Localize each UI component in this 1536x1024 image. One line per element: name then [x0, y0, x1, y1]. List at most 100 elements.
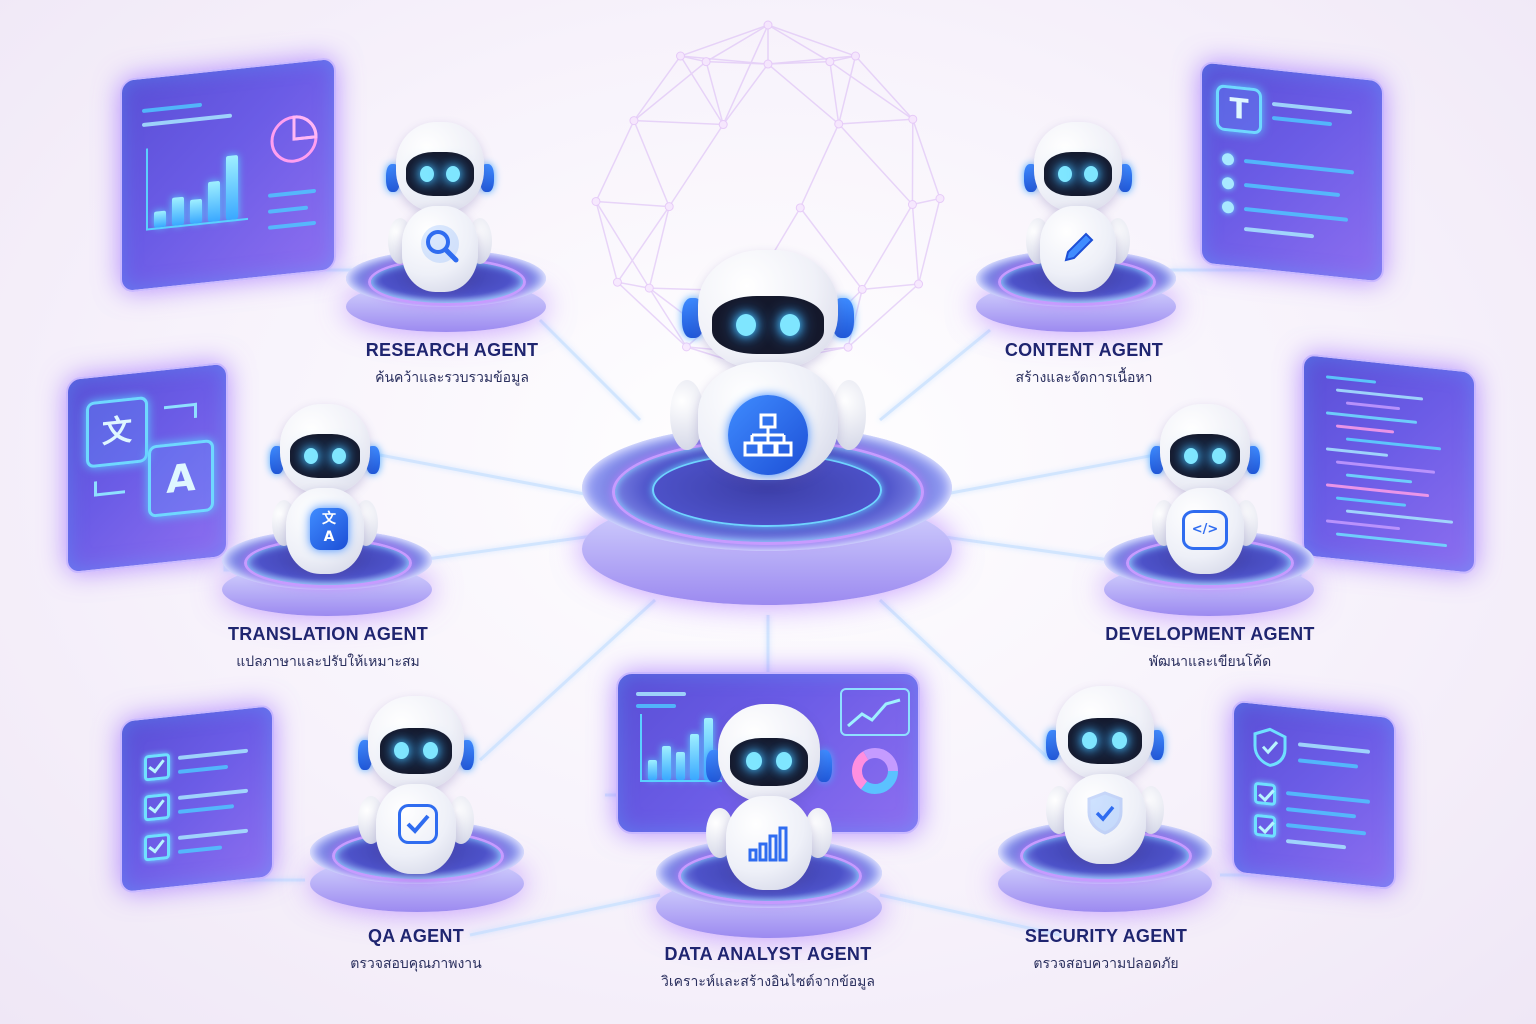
development-agent-label: DEVELOPMENT AGENT พัฒนาและเขียนโค้ด — [1040, 624, 1380, 673]
content-agent-label: CONTENT AGENT สร้างและจัดการเนื้อหา — [914, 340, 1254, 389]
translation-agent-subtitle: แปลภาษาและปรับให้เหมาะสม — [158, 651, 498, 673]
security-agent-subtitle: ตรวจสอบความปลอดภัย — [936, 953, 1276, 975]
globe-edge — [862, 284, 918, 289]
globe-node — [719, 121, 727, 129]
content-agent-subtitle: สร้างและจัดการเนื้อหา — [914, 367, 1254, 389]
globe-edge — [681, 56, 724, 124]
code-editor-panel — [1302, 353, 1476, 575]
bar-chart-icon — [146, 138, 248, 231]
checkbox-icon — [398, 804, 438, 844]
qa-agent-label: QA AGENT ตรวจสอบคุณภาพงาน — [246, 926, 586, 975]
code-line — [1326, 519, 1400, 530]
globe-node — [677, 52, 685, 60]
data-analyst-agent-subtitle: วิเคราะห์และสร้างอินไซต์จากข้อมูล — [598, 971, 938, 993]
qa-agent-subtitle: ตรวจสอบคุณภาพงาน — [246, 953, 586, 975]
code-line — [1326, 447, 1388, 457]
arrow-left-icon — [94, 478, 125, 496]
globe-edge — [919, 199, 940, 285]
research-robot — [380, 122, 500, 292]
code-line — [1346, 401, 1400, 410]
globe-edge — [634, 121, 669, 207]
globe-node — [909, 115, 917, 123]
globe-edge — [839, 56, 856, 124]
data-analyst-robot — [700, 704, 838, 890]
globe-edge — [596, 201, 669, 206]
globe-edge — [706, 62, 723, 125]
pie-chart-icon — [268, 110, 320, 167]
globe-edge — [669, 125, 723, 207]
checkbox-checked-icon — [144, 793, 170, 822]
checkbox-checked-icon — [144, 833, 170, 862]
latin-glyph-icon: A — [148, 439, 214, 518]
globe-node — [915, 280, 923, 288]
text-format-icon: T — [1216, 84, 1262, 135]
orchestrator-robot — [668, 250, 868, 480]
code-line — [1326, 483, 1429, 497]
development-agent-subtitle: พัฒนาและเขียนโค้ด — [1040, 651, 1380, 673]
code-line — [1346, 437, 1441, 450]
globe-node — [645, 284, 653, 292]
checkbox-checked-icon — [1254, 782, 1276, 806]
checkbox-checked-icon — [144, 753, 170, 782]
globe-edge — [830, 62, 839, 124]
checklist-panel — [120, 704, 274, 894]
code-line — [1326, 411, 1417, 424]
globe-edge — [862, 205, 912, 290]
translation-panel: 文 A — [66, 361, 228, 574]
globe-edge — [800, 124, 838, 208]
translation-agent-label: TRANSLATION AGENT แปลภาษาและปรับให้เหมาะ… — [158, 624, 498, 673]
globe-node — [764, 60, 772, 68]
code-icon: </> — [1182, 510, 1228, 550]
globe-edge — [649, 207, 669, 288]
globe-node — [702, 58, 710, 66]
globe-node — [835, 120, 843, 128]
development-robot: </> — [1144, 404, 1266, 574]
security-panel — [1232, 699, 1396, 890]
code-line — [1336, 388, 1423, 400]
code-line — [1336, 424, 1394, 433]
security-robot — [1040, 686, 1170, 866]
globe-edge — [596, 201, 617, 282]
hierarchy-icon — [728, 395, 808, 475]
code-line — [1336, 496, 1406, 506]
code-line — [1346, 473, 1412, 483]
content-agent-title: CONTENT AGENT — [914, 340, 1254, 361]
chinese-glyph-icon: 文 — [86, 396, 148, 469]
research-agent-subtitle: ค้นคว้าและรวบรวมข้อมูล — [282, 367, 622, 389]
pencil-icon — [1056, 226, 1100, 270]
globe-node — [936, 195, 944, 203]
globe-node — [826, 58, 834, 66]
eye-right — [780, 314, 800, 336]
checkbox-checked-icon — [1254, 814, 1276, 838]
qa-agent-title: QA AGENT — [246, 926, 586, 947]
content-robot — [1018, 122, 1138, 292]
content-editor-panel: T — [1200, 60, 1384, 283]
research-dashboard-panel — [120, 57, 336, 294]
bullet-dot — [1222, 201, 1234, 214]
globe-edge — [839, 119, 913, 124]
code-line — [1326, 375, 1376, 383]
globe-node — [908, 201, 916, 209]
code-line — [1346, 509, 1453, 523]
trend-chart-box — [840, 688, 910, 736]
globe-edge — [856, 56, 913, 119]
translate-icon: 文A — [310, 508, 348, 550]
research-agent-title: RESEARCH AGENT — [282, 340, 622, 361]
globe-edge — [839, 124, 913, 205]
code-line — [1336, 532, 1447, 547]
globe-edge — [912, 205, 918, 285]
globe-edge — [913, 119, 940, 198]
shield-icon — [1252, 725, 1288, 769]
globe-node — [630, 117, 638, 125]
eye-left — [736, 314, 756, 336]
data-analyst-agent-label: DATA ANALYST AGENT วิเคราะห์และสร้างอินไ… — [598, 944, 938, 993]
data-analyst-agent-title: DATA ANALYST AGENT — [598, 944, 938, 965]
code-line — [1336, 460, 1435, 473]
qa-robot — [352, 696, 480, 874]
globe-node — [665, 203, 673, 211]
research-agent-label: RESEARCH AGENT ค้นคว้าและรวบรวมข้อมูล — [282, 340, 622, 389]
globe-node — [852, 52, 860, 60]
translation-agent-title: TRANSLATION AGENT — [158, 624, 498, 645]
shield-icon — [1084, 790, 1126, 836]
